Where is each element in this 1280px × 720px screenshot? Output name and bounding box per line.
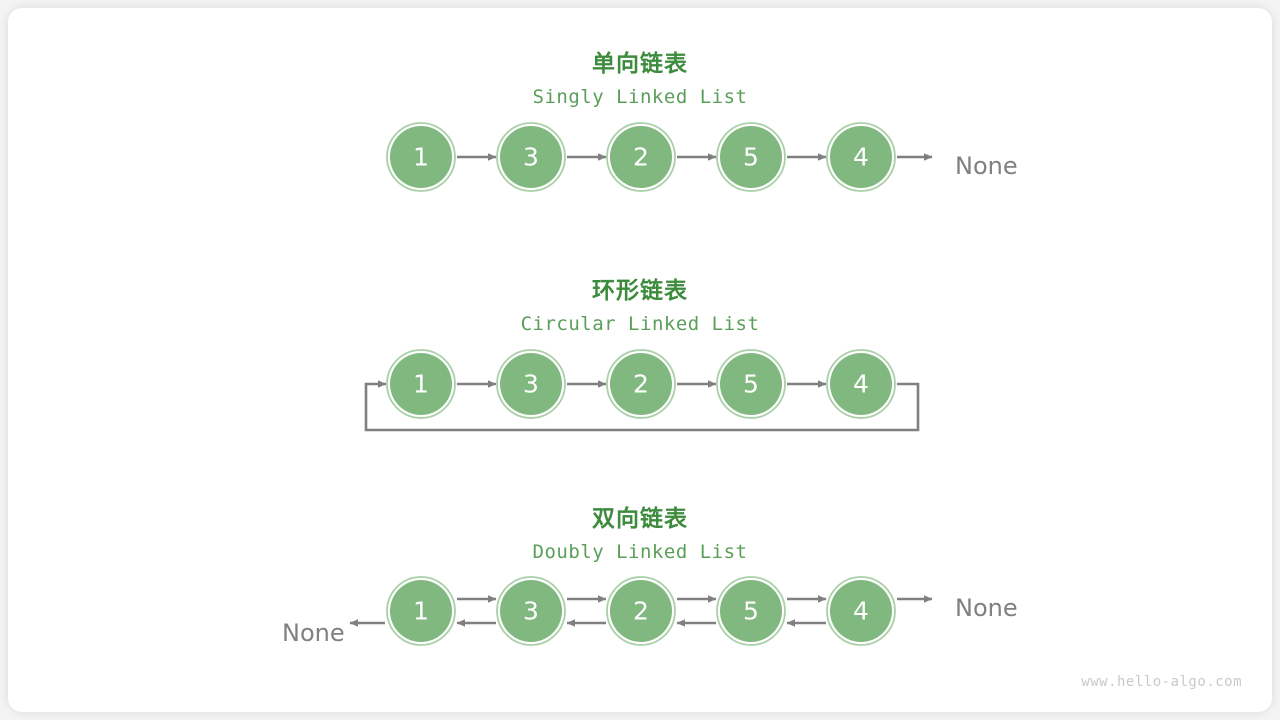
node-circle-singly-2 bbox=[610, 126, 672, 188]
section-title-singly: 单向链表 bbox=[592, 51, 688, 77]
node-circle-circular-2 bbox=[610, 353, 672, 415]
node-circle-doubly-4 bbox=[830, 580, 892, 642]
node-ring-doubly-1 bbox=[496, 576, 566, 646]
node-circle-doubly-3 bbox=[720, 580, 782, 642]
node-circle-circular-3 bbox=[720, 353, 782, 415]
node-ring-circular-1 bbox=[496, 349, 566, 419]
node-value-doubly-4: 4 bbox=[853, 597, 869, 626]
node-doubly-2: 2 bbox=[606, 576, 676, 646]
node-ring-circular-4 bbox=[826, 349, 896, 419]
node-circle-singly-1 bbox=[500, 126, 562, 188]
node-value-doubly-3: 5 bbox=[743, 597, 759, 626]
node-value-doubly-2: 2 bbox=[633, 597, 649, 626]
diagram-stage: 1 3 2 5 4 1 3 2 5 4 1 3 2 5 4 bbox=[8, 8, 1272, 712]
node-circle-doubly-2 bbox=[610, 580, 672, 642]
none-label-doubly-tail: None bbox=[955, 594, 1018, 622]
node-value-circular-4: 4 bbox=[853, 370, 869, 399]
node-circular-0: 1 bbox=[386, 349, 456, 419]
node-singly-3: 5 bbox=[716, 122, 786, 192]
node-ring-singly-1 bbox=[496, 122, 566, 192]
node-ring-doubly-4 bbox=[826, 576, 896, 646]
node-singly-4: 4 bbox=[826, 122, 896, 192]
node-doubly-4: 4 bbox=[826, 576, 896, 646]
watermark: www.hello-algo.com bbox=[1081, 674, 1242, 690]
node-value-singly-4: 4 bbox=[853, 143, 869, 172]
node-ring-doubly-3 bbox=[716, 576, 786, 646]
node-value-circular-3: 5 bbox=[743, 370, 759, 399]
section-subtitle-singly: Singly Linked List bbox=[532, 86, 748, 108]
node-circle-doubly-0 bbox=[390, 580, 452, 642]
node-circle-circular-0 bbox=[390, 353, 452, 415]
node-value-singly-1: 3 bbox=[523, 143, 539, 172]
node-value-circular-0: 1 bbox=[413, 370, 429, 399]
node-value-doubly-1: 3 bbox=[523, 597, 539, 626]
node-ring-circular-3 bbox=[716, 349, 786, 419]
edge-group bbox=[349, 153, 933, 627]
node-circular-2: 2 bbox=[606, 349, 676, 419]
node-value-singly-0: 1 bbox=[413, 143, 429, 172]
section-subtitle-doubly: Doubly Linked List bbox=[532, 541, 748, 563]
node-value-circular-1: 3 bbox=[523, 370, 539, 399]
node-doubly-3: 5 bbox=[716, 576, 786, 646]
node-circle-doubly-1 bbox=[500, 580, 562, 642]
node-ring-doubly-0 bbox=[386, 576, 456, 646]
node-circle-circular-4 bbox=[830, 353, 892, 415]
node-circle-singly-0 bbox=[390, 126, 452, 188]
none-label-doubly-head: None bbox=[282, 619, 345, 647]
node-circular-4: 4 bbox=[826, 349, 896, 419]
node-value-circular-2: 2 bbox=[633, 370, 649, 399]
section-title-circular: 环形链表 bbox=[592, 278, 688, 304]
node-circle-singly-4 bbox=[830, 126, 892, 188]
node-ring-circular-0 bbox=[386, 349, 456, 419]
linked-list-graphics: 1 3 2 5 4 1 3 2 5 4 1 3 2 5 4 bbox=[349, 122, 933, 646]
none-label-singly-tail: None bbox=[955, 152, 1018, 180]
section-subtitle-circular: Circular Linked List bbox=[520, 313, 760, 335]
node-circle-singly-3 bbox=[720, 126, 782, 188]
node-circle-circular-1 bbox=[500, 353, 562, 415]
node-value-singly-2: 2 bbox=[633, 143, 649, 172]
node-doubly-1: 3 bbox=[496, 576, 566, 646]
node-value-doubly-0: 1 bbox=[413, 597, 429, 626]
node-circular-1: 3 bbox=[496, 349, 566, 419]
node-value-singly-3: 5 bbox=[743, 143, 759, 172]
circular-loop-back-circular bbox=[364, 380, 920, 432]
node-ring-singly-0 bbox=[386, 122, 456, 192]
section-title-doubly: 双向链表 bbox=[592, 506, 688, 532]
node-singly-2: 2 bbox=[606, 122, 676, 192]
node-singly-0: 1 bbox=[386, 122, 456, 192]
node-ring-singly-4 bbox=[826, 122, 896, 192]
node-group: 1 3 2 5 4 1 3 2 5 4 1 3 2 5 4 bbox=[386, 122, 896, 646]
node-ring-singly-3 bbox=[716, 122, 786, 192]
node-ring-singly-2 bbox=[606, 122, 676, 192]
node-ring-doubly-2 bbox=[606, 576, 676, 646]
node-doubly-0: 1 bbox=[386, 576, 456, 646]
node-ring-circular-2 bbox=[606, 349, 676, 419]
node-singly-1: 3 bbox=[496, 122, 566, 192]
node-circular-3: 5 bbox=[716, 349, 786, 419]
